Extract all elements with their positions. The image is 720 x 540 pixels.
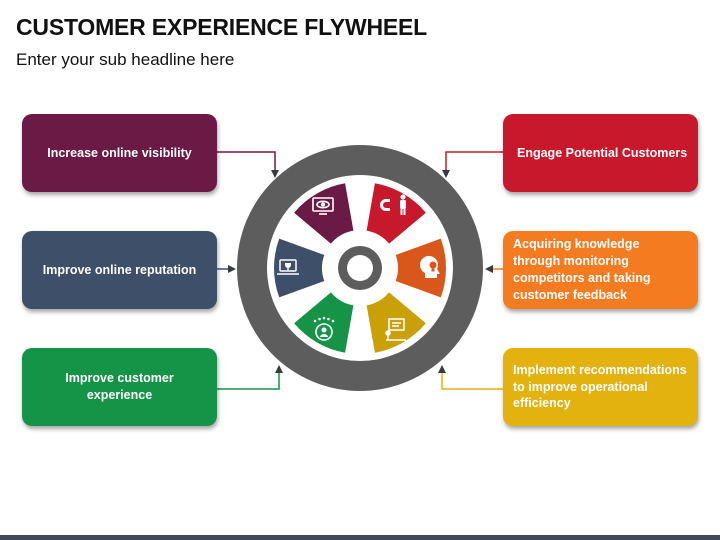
connector-right-bottom — [438, 365, 503, 390]
footer-bar — [0, 535, 720, 540]
laptop-award-icon — [277, 259, 299, 275]
magnet-person-icon — [380, 194, 406, 215]
presentation-board-icon — [385, 318, 406, 341]
left-box-customer-experience: Improve customer experience — [22, 348, 217, 426]
right-box-label: Implement recommendations to improve ope… — [513, 362, 687, 411]
left-box-online-reputation: Improve online reputation — [22, 231, 217, 309]
page-title: CUSTOMER EXPERIENCE FLYWHEEL — [16, 14, 428, 40]
customer-rating-icon — [313, 316, 335, 341]
connector-right-top — [442, 151, 503, 178]
wheel-segment-laptop-award — [274, 238, 325, 298]
right-box-label: Acquiring knowledge through monitoring c… — [513, 237, 651, 302]
wheel-hub-center — [347, 255, 373, 281]
right-box-label: Engage Potential Customers — [517, 145, 688, 160]
connector-left-top — [217, 151, 279, 178]
left-box-online-visibility: Increase online visibility — [22, 114, 217, 192]
right-box-implement-recommendations: Implement recommendations to improve ope… — [503, 348, 698, 426]
wheel-segment-customer-rating — [294, 292, 354, 353]
left-box-label: Increase online visibility — [47, 145, 192, 160]
head-bulb-icon — [419, 255, 440, 278]
wheel-segment-magnet-person — [366, 183, 426, 244]
page-subtitle: Enter your sub headline here — [16, 50, 235, 69]
right-box-engage-customers: Engage Potential Customers — [503, 114, 698, 192]
connector-left-bottom — [217, 365, 283, 390]
left-box-label: Improve online reputation — [42, 262, 197, 277]
left-box-label: Improve customer experience — [65, 371, 174, 402]
monitor-eye-icon — [312, 197, 334, 215]
right-box-acquiring-knowledge: Acquiring knowledge through monitoring c… — [503, 231, 698, 309]
